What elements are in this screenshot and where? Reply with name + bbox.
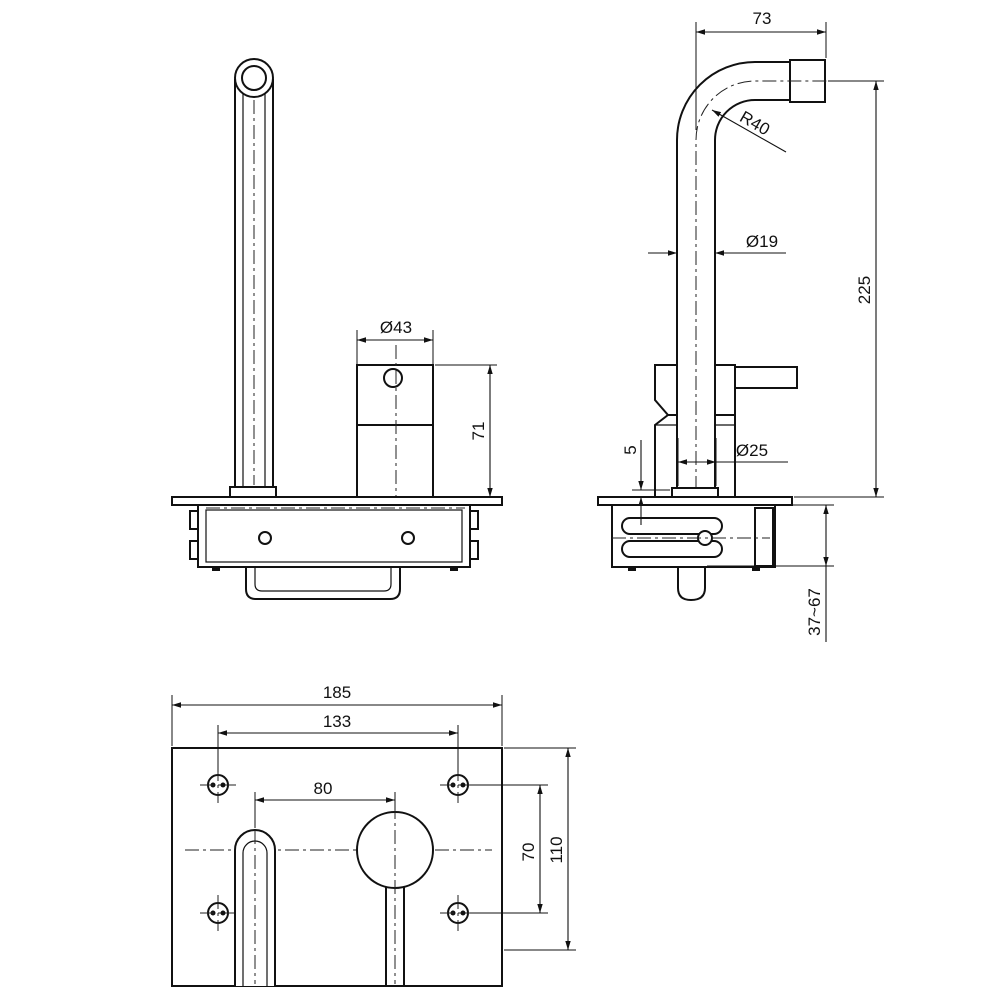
dim-label-side-depth-range: 37~67 (805, 588, 824, 636)
dim-label-plan-plate-height: 110 (547, 836, 566, 863)
dim-side-spout-diameter: Ø19 (648, 232, 786, 256)
dim-label-plan-hole-spacing-vertical: 70 (519, 843, 538, 862)
dim-label-side-spout-reach: 73 (753, 9, 772, 28)
front-spout (234, 58, 274, 491)
front-handle (356, 345, 434, 548)
dim-label-side-spout-height: 225 (855, 276, 874, 304)
side-bottom-knob (677, 566, 706, 602)
front-body-hole-left (258, 531, 272, 545)
side-body-box (611, 504, 776, 571)
front-wall-plate (171, 496, 503, 506)
dim-label-side-spout-diameter: Ø19 (746, 232, 778, 251)
side-spout (676, 59, 830, 498)
dim-plan-plate-width: 185 (171, 683, 503, 746)
side-wall-plate (597, 496, 793, 506)
plan-mounting-hole-bottom-right (440, 895, 476, 931)
dim-label-front-handle-height: 71 (469, 422, 488, 441)
dim-side-spout-height: 225 (794, 80, 884, 498)
front-view: Ø43 71 (171, 58, 503, 600)
dim-plan-hole-spacing-horizontal: 133 (217, 712, 459, 772)
dim-side-depth-range: 37~67 (707, 504, 834, 642)
dim-label-plan-hole-spacing-horizontal: 133 (323, 712, 351, 731)
dim-label-side-collar-diameter: Ø25 (736, 441, 768, 460)
dim-label-plan-outlet-spacing: 80 (314, 779, 333, 798)
plan-mounting-hole-top-left (200, 767, 236, 803)
dim-label-plan-plate-width: 185 (323, 683, 351, 702)
front-body-box (189, 504, 479, 571)
dim-label-side-offset: 5 (621, 445, 640, 454)
front-body-hole-right (401, 531, 415, 545)
plan-mounting-hole-bottom-left (200, 895, 236, 931)
plan-spout (234, 805, 276, 986)
dim-plan-hole-spacing-vertical: 70 (470, 784, 548, 914)
front-spout-collar (229, 486, 277, 498)
plan-handle (356, 805, 434, 987)
dim-side-offset: 5 (621, 440, 670, 525)
dim-plan-outlet-spacing: 80 (254, 779, 396, 828)
side-handle-lever (734, 366, 798, 389)
side-spout-collar (671, 487, 719, 498)
dim-side-spout-reach: 73 (695, 9, 827, 130)
dim-side-collar-diameter: Ø25 (677, 438, 788, 486)
dim-front-handle-height: 71 (435, 364, 502, 498)
side-view: 73 R40 Ø19 225 5 (597, 9, 884, 642)
dim-front-handle-diameter: Ø43 (356, 318, 434, 364)
plan-view: 185 133 80 70 110 (171, 683, 576, 987)
dim-plan-plate-height: 110 (504, 747, 576, 951)
front-bottom-loop (245, 567, 401, 600)
dim-label-front-handle-diameter: Ø43 (380, 318, 412, 337)
